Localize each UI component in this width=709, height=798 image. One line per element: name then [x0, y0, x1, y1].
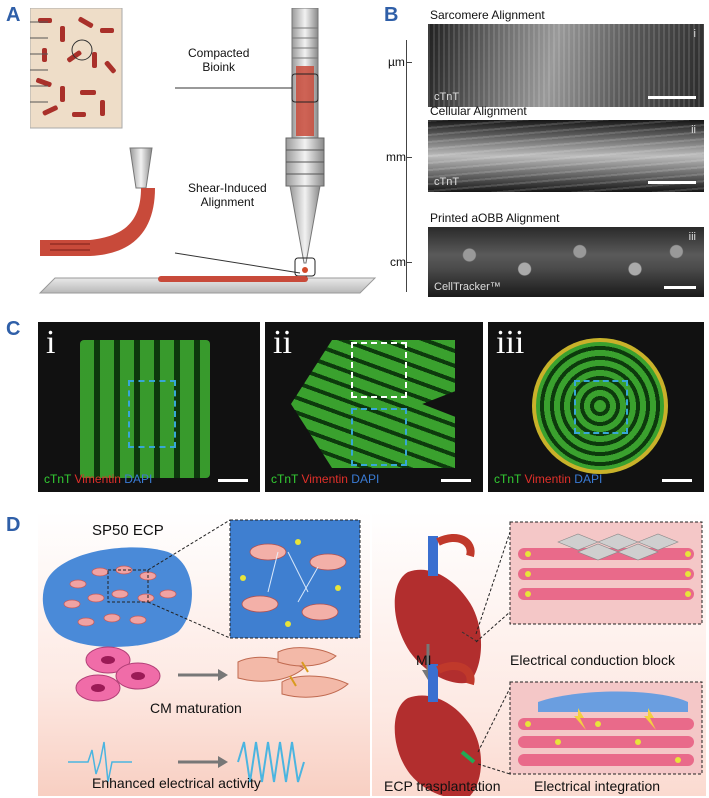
scaffold-shape — [532, 338, 668, 474]
roi-box — [351, 408, 407, 466]
scale-bar — [441, 479, 471, 482]
roi-box — [574, 380, 628, 434]
legend: cTnT Vimentin DAPI — [44, 472, 152, 486]
stain-label: CellTracker™ — [434, 281, 501, 293]
enhanced-activity-label: Enhanced electrical activity — [92, 775, 261, 791]
legend-ctnt: cTnT — [44, 472, 72, 486]
scale-tick — [406, 62, 412, 63]
cellular-micrograph: ii cTnT — [428, 120, 704, 192]
panel-a-label: A — [6, 4, 21, 26]
legend-vimentin: Vimentin — [524, 472, 571, 486]
conduction-block-label: Electrical conduction block — [510, 652, 675, 668]
fiber-texture — [428, 120, 704, 192]
panel-a-illustration — [30, 8, 377, 294]
panel-d-illustration — [42, 519, 703, 796]
stain-label: cTnT — [434, 91, 460, 103]
scale-tick — [406, 157, 412, 158]
scale-bar — [648, 96, 696, 99]
scaffold-image-i: i cTnT Vimentin DAPI — [38, 322, 260, 492]
shear-alignment-label: Shear-Induced Alignment — [188, 181, 267, 209]
sp50-ecp-title: SP50 ECP — [92, 522, 164, 539]
roi-box — [351, 342, 407, 398]
legend-ctnt: cTnT — [271, 472, 299, 486]
panel-b-label: B — [384, 4, 399, 26]
roi-box — [128, 380, 176, 448]
legend-dapi: DAPI — [574, 472, 603, 486]
scaffold-shape — [80, 340, 210, 478]
electrical-integration-label: Electrical integration — [534, 778, 661, 794]
sarcomere-micrograph: i cTnT — [428, 24, 704, 107]
printed-aobb-micrograph: iii CellTracker™ — [428, 227, 704, 297]
legend-dapi: DAPI — [124, 472, 153, 486]
scale-bar — [648, 181, 696, 184]
scale-um: µm — [388, 55, 405, 69]
ecp-transplantation-label: ECP trasplantation — [384, 778, 501, 794]
roman-label: ii — [691, 124, 696, 136]
scaffold-image-ii: ii cTnT Vimentin DAPI — [265, 322, 483, 492]
fiber-texture — [428, 24, 704, 107]
scale-bar — [218, 479, 248, 482]
sarcomere-title: Sarcomere Alignment — [430, 8, 545, 22]
legend-vimentin: Vimentin — [301, 472, 348, 486]
roman-label: iii — [496, 324, 525, 361]
cm-maturation-label: CM maturation — [150, 700, 242, 716]
scale-bar — [664, 286, 696, 289]
roman-label: ii — [273, 324, 292, 361]
legend: cTnT Vimentin DAPI — [271, 472, 379, 486]
legend-ctnt: cTnT — [494, 472, 522, 486]
scaffold-image-iii: iii cTnT Vimentin DAPI — [488, 322, 704, 492]
scale-tick — [406, 262, 412, 263]
scale-bar — [662, 479, 692, 482]
legend-vimentin: Vimentin — [74, 472, 121, 486]
compacted-bioink-label: Compacted Bioink — [188, 46, 250, 74]
scale-axis-line — [406, 40, 407, 292]
cellular-title: Cellular Alignment — [430, 104, 527, 118]
panel-c-label: C — [6, 318, 21, 340]
panel-d-label: D — [6, 514, 21, 536]
printed-aobb-title: Printed aOBB Alignment — [430, 211, 560, 225]
legend-dapi: DAPI — [351, 472, 380, 486]
scale-mm: mm — [386, 150, 406, 164]
legend: cTnT Vimentin DAPI — [494, 472, 602, 486]
roman-label: iii — [688, 231, 696, 243]
stain-label: cTnT — [434, 176, 460, 188]
scale-cm: cm — [390, 255, 406, 269]
roman-label: i — [693, 28, 696, 40]
mi-label: MI — [416, 652, 432, 668]
roman-label: i — [46, 324, 56, 361]
